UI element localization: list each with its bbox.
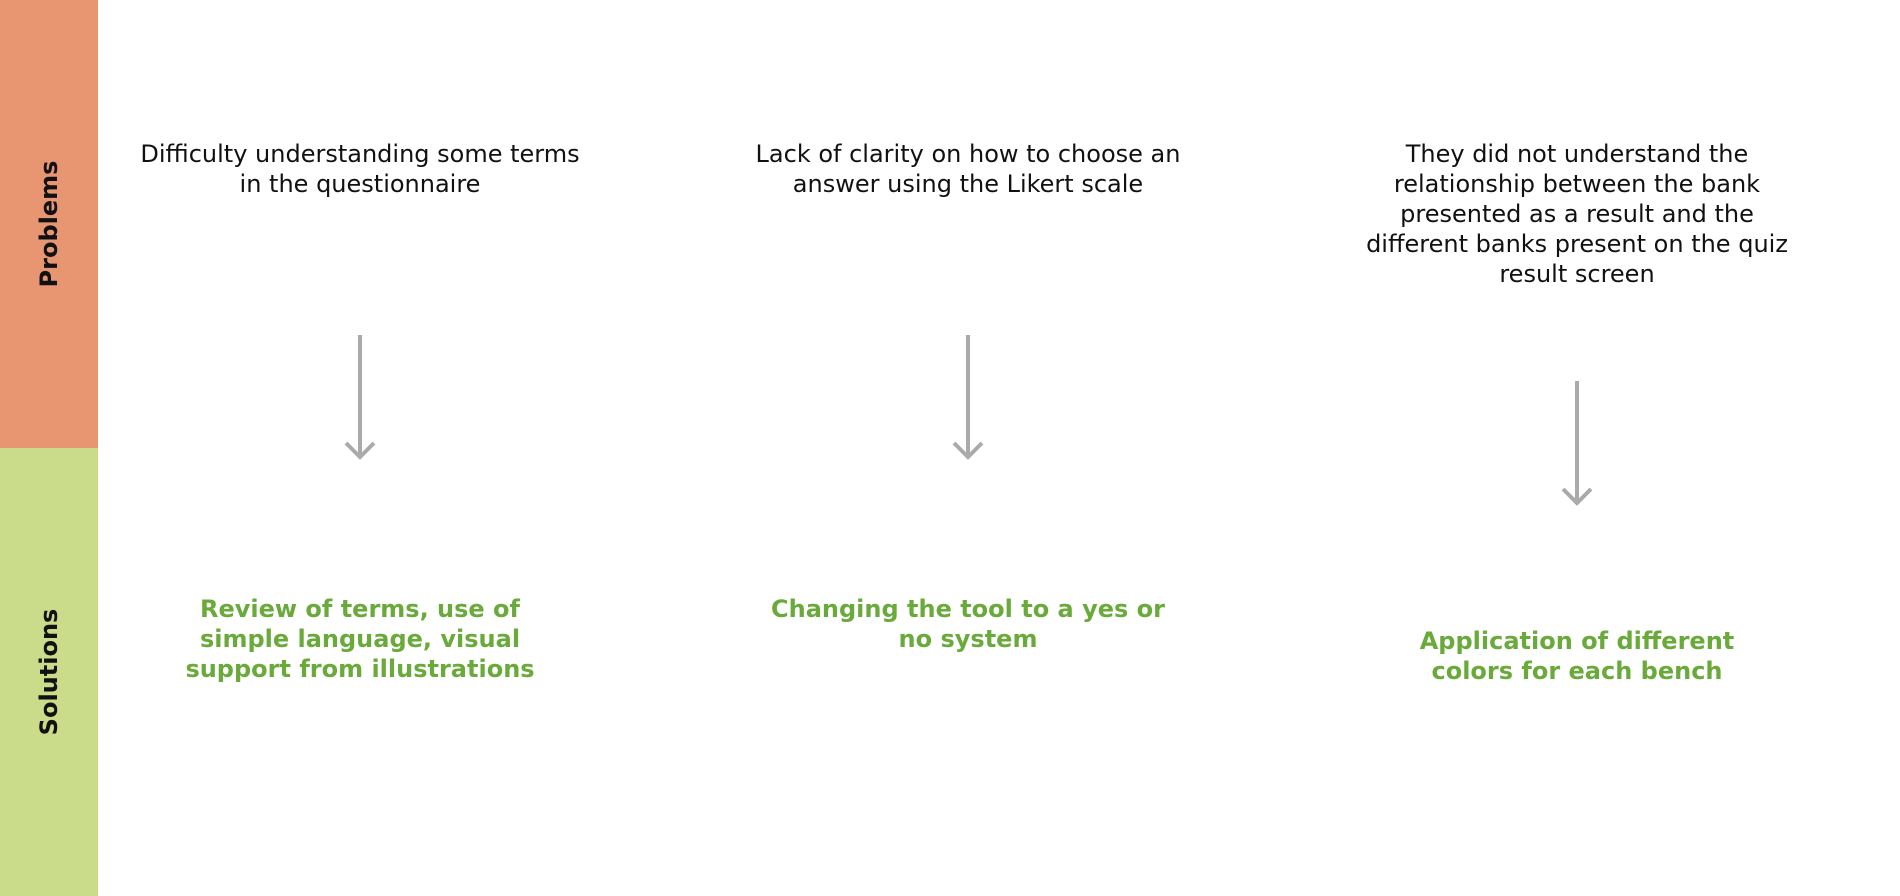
problems-band: Problems: [0, 0, 98, 448]
problem-text-1: Difficulty understanding some terms in t…: [140, 140, 580, 198]
solutions-band: Solutions: [0, 448, 98, 896]
solution-text-3: Application of different colors for each…: [1419, 627, 1735, 685]
problem-text-3: They did not understand the relationship…: [1366, 140, 1788, 288]
down-arrow-icon: [340, 335, 380, 461]
problem-text-2: Lack of clarity on how to choose an answ…: [755, 140, 1181, 198]
solution-text-2: Changing the tool to a yes or no system: [771, 595, 1165, 653]
down-arrow-icon: [948, 335, 988, 461]
solutions-label: Solutions: [35, 608, 63, 736]
solution-text-1: Review of terms, use of simple language,…: [185, 595, 535, 683]
problems-label: Problems: [35, 160, 63, 288]
down-arrow-icon: [1557, 381, 1597, 507]
